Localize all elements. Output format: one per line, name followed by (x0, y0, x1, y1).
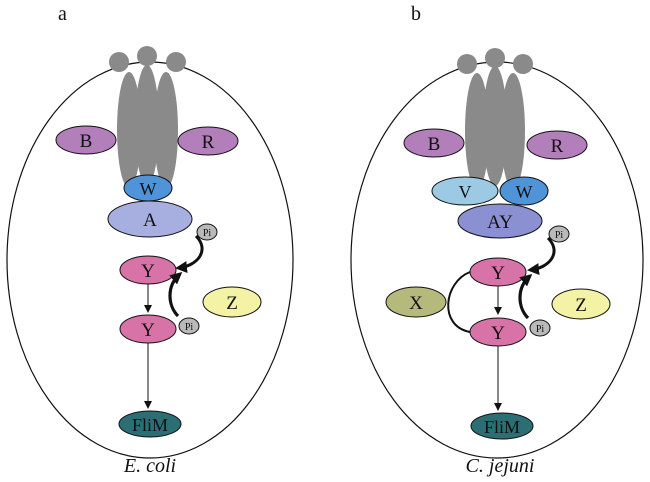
receptor-head (137, 46, 157, 66)
protein-V (431, 176, 499, 206)
protein-Yp-label: Y (491, 323, 505, 344)
protein-A-label: A (143, 210, 157, 231)
panel-a: a B R W A Pi Y Z Y (6, 3, 294, 477)
phosphate-Y-label: Pi (185, 322, 194, 333)
protein-AY-label: AY (487, 212, 513, 233)
receptor-cluster (109, 46, 186, 188)
protein-B-label: B (80, 131, 93, 152)
receptor-head (457, 54, 477, 74)
panel-label-a: a (58, 3, 67, 25)
protein-FliM-label: FliM (484, 417, 520, 437)
protein-Y-label: Y (491, 263, 505, 284)
protein-R-label: R (551, 136, 564, 157)
x-mediated-loop (447, 271, 471, 333)
protein-B (55, 125, 117, 155)
panel-label-b: b (411, 3, 421, 25)
protein-R (526, 130, 588, 160)
receptor-stalk (154, 72, 178, 188)
phosphate-Y (529, 319, 551, 337)
receptor-head (485, 48, 505, 68)
receptor-stalk (501, 73, 525, 189)
phosphotransfer-arrow (175, 234, 204, 274)
protein-B-label: B (428, 134, 441, 155)
protein-Z-label: Z (575, 295, 587, 316)
receptor-head (513, 54, 533, 74)
protein-FliM (470, 412, 534, 440)
protein-X-label: X (409, 293, 423, 314)
protein-R (177, 126, 239, 156)
protein-Z (202, 286, 262, 318)
panel-b: b B R V W AY Pi Y X Z (350, 3, 644, 477)
protein-AY (457, 203, 543, 239)
caption-a: E. coli (123, 455, 176, 477)
receptor-stalk (135, 65, 159, 185)
receptor-stalk (117, 72, 141, 188)
phosphotransfer-arrow (527, 236, 556, 276)
phosphate-A-label: Pi (203, 228, 212, 239)
dephosphorylation-arrow (168, 272, 183, 318)
phosphate-A (196, 223, 218, 241)
caption-b: C. jejuni (466, 455, 535, 477)
receptor-stalk (483, 66, 507, 186)
protein-R-label: R (202, 132, 215, 153)
phosphate-AY-label: Pi (555, 230, 564, 241)
protein-FliM (118, 410, 182, 438)
dephosphorylation-arrow (518, 274, 533, 320)
receptor-stalk (465, 73, 489, 189)
protein-Yp-label: Y (141, 320, 155, 341)
protein-B (403, 128, 465, 158)
protein-X (385, 286, 447, 318)
protein-A (107, 200, 193, 238)
protein-Z (551, 288, 611, 320)
protein-W-label: W (140, 179, 157, 199)
receptor-cluster (457, 48, 533, 189)
protein-Y-label: Y (141, 261, 155, 282)
protein-FliM-label: FliM (132, 415, 168, 435)
receptor-head (166, 52, 186, 72)
protein-Z-label: Z (226, 293, 238, 314)
receptor-head (109, 52, 129, 72)
protein-V-label: V (459, 182, 472, 202)
phosphate-Y (178, 317, 200, 335)
phosphate-AY (548, 225, 570, 243)
protein-W (499, 176, 549, 206)
phosphate-Y-label: Pi (536, 324, 545, 335)
protein-W-label: W (516, 182, 533, 202)
